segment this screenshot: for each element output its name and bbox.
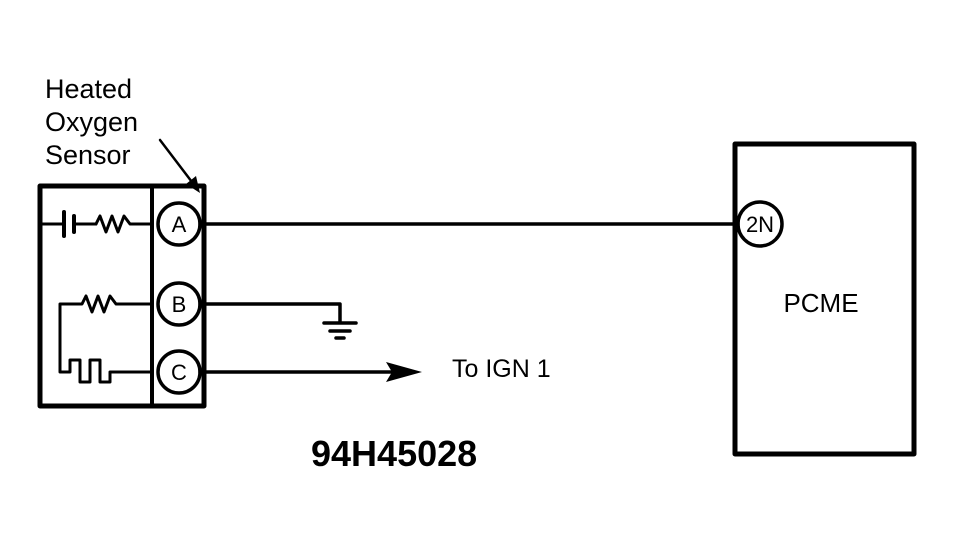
sensor-pin-b: B — [156, 281, 202, 327]
sensor-element-cell — [38, 210, 154, 238]
pcme-pin-label: 2N — [746, 212, 774, 237]
sensor-pin-a-label: A — [172, 212, 187, 237]
sensor-label-line-1: Heated — [45, 74, 132, 104]
sensor-pin-b-label: B — [172, 292, 187, 317]
ground-icon — [322, 321, 358, 340]
arrow-right-icon — [386, 362, 422, 382]
sensor-pin-c-label: C — [171, 360, 187, 385]
heater-element — [58, 336, 154, 384]
heater-resistor — [58, 294, 154, 340]
destination-label: To IGN 1 — [452, 355, 551, 383]
wire-c-to-ign — [198, 362, 422, 382]
sensor-label-line-2: Oxygen — [45, 107, 138, 137]
sensor-label-line-3: Sensor — [45, 140, 131, 170]
diagram-code: 94H45028 — [311, 433, 477, 474]
pcme-label: PCME — [783, 288, 858, 318]
sensor-pin-c: C — [156, 349, 202, 395]
pcme-module: 2N PCME — [732, 141, 917, 457]
oxygen-sensor: A B C — [37, 183, 207, 409]
wire-b-to-ground — [198, 302, 342, 324]
sensor-pin-a: A — [156, 201, 202, 247]
